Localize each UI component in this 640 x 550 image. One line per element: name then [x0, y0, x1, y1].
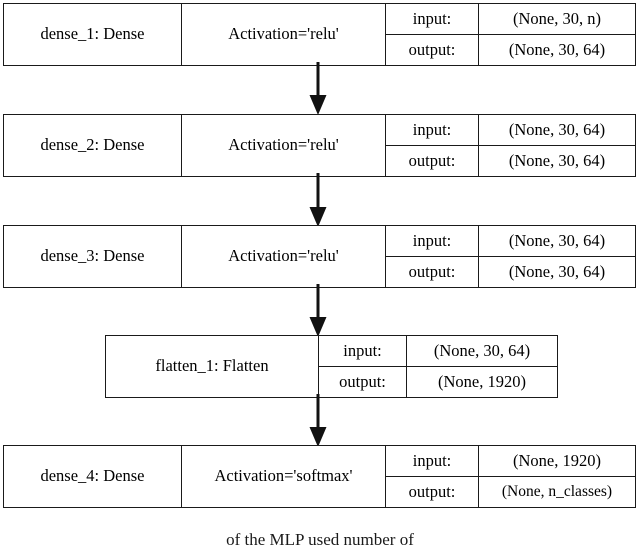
layer-name-dense-4: dense_4: Dense [40, 466, 145, 486]
layer-node-flatten-1[interactable]: flatten_1: Flatten input: (None, 30, 64)… [105, 335, 558, 398]
output-label-dense-1: output: [408, 40, 456, 60]
output-label-dense-2: output: [408, 151, 456, 171]
output-shape-dense-2: (None, 30, 64) [478, 145, 635, 176]
layer-output-row-dense-2: output: (None, 30, 64) [386, 145, 635, 176]
output-shape-dense-1: (None, 30, 64) [478, 34, 635, 65]
output-label-dense-4: output: [408, 482, 456, 502]
layer-io-block-flatten-1: input: (None, 30, 64) output: (None, 192… [318, 336, 557, 397]
input-shape-flatten-1: (None, 30, 64) [406, 336, 557, 366]
layer-input-row-dense-3: input: (None, 30, 64) [386, 226, 635, 257]
figure-caption: of the MLP used number of [226, 530, 414, 549]
layer-activation-dense-1: Activation='relu' [181, 4, 385, 65]
arrow-flatten-1-to-dense-4 [309, 394, 327, 447]
layer-node-dense-2[interactable]: dense_2: Dense Activation='relu' input: … [3, 114, 636, 177]
arrow-dense-3-to-flatten-1 [309, 284, 327, 337]
output-label-flatten-1: output: [339, 372, 386, 392]
layer-node-dense-3[interactable]: dense_3: Dense Activation='relu' input: … [3, 225, 636, 288]
layer-io-block-dense-2: input: (None, 30, 64) output: (None, 30,… [385, 115, 635, 176]
layer-activation-dense-4: Activation='softmax' [181, 446, 385, 507]
layer-input-row-dense-1: input: (None, 30, n) [386, 4, 635, 35]
input-label-dense-3: input: [412, 231, 452, 251]
layer-output-row-flatten-1: output: (None, 1920) [319, 366, 557, 397]
layer-name-dense-2: dense_2: Dense [40, 135, 145, 155]
layer-activation-dense-3: Activation='relu' [181, 226, 385, 287]
layer-output-row-dense-4: output: (None, n_classes) [386, 476, 635, 507]
layer-io-block-dense-1: input: (None, 30, n) output: (None, 30, … [385, 4, 635, 65]
layer-io-block-dense-4: input: (None, 1920) output: (None, n_cla… [385, 446, 635, 507]
output-shape-dense-3: (None, 30, 64) [478, 256, 635, 287]
layer-input-row-dense-2: input: (None, 30, 64) [386, 115, 635, 146]
layer-name-dense-1: dense_1: Dense [40, 24, 145, 44]
layer-output-row-dense-3: output: (None, 30, 64) [386, 256, 635, 287]
arrow-dense-2-to-dense-3 [309, 173, 327, 227]
input-shape-dense-4: (None, 1920) [478, 446, 635, 476]
layer-name-flatten-1: flatten_1: Flatten [155, 356, 269, 376]
input-label-flatten-1: input: [343, 341, 382, 361]
arrow-dense-1-to-dense-2 [309, 62, 327, 115]
layer-io-block-dense-3: input: (None, 30, 64) output: (None, 30,… [385, 226, 635, 287]
input-shape-dense-3: (None, 30, 64) [478, 226, 635, 256]
layer-node-dense-4[interactable]: dense_4: Dense Activation='softmax' inpu… [3, 445, 636, 508]
output-shape-dense-4: (None, n_classes) [478, 476, 635, 507]
layer-name-dense-3: dense_3: Dense [40, 246, 145, 266]
output-shape-flatten-1: (None, 1920) [406, 366, 557, 397]
layer-node-dense-1[interactable]: dense_1: Dense Activation='relu' input: … [3, 3, 636, 66]
input-shape-dense-1: (None, 30, n) [478, 4, 635, 34]
input-label-dense-2: input: [412, 120, 452, 140]
input-label-dense-4: input: [412, 451, 452, 471]
output-label-dense-3: output: [408, 262, 456, 282]
input-shape-dense-2: (None, 30, 64) [478, 115, 635, 145]
input-label-dense-1: input: [412, 9, 452, 29]
layer-input-row-flatten-1: input: (None, 30, 64) [319, 336, 557, 367]
layer-input-row-dense-4: input: (None, 1920) [386, 446, 635, 477]
layer-output-row-dense-1: output: (None, 30, 64) [386, 34, 635, 65]
layer-activation-dense-2: Activation='relu' [181, 115, 385, 176]
